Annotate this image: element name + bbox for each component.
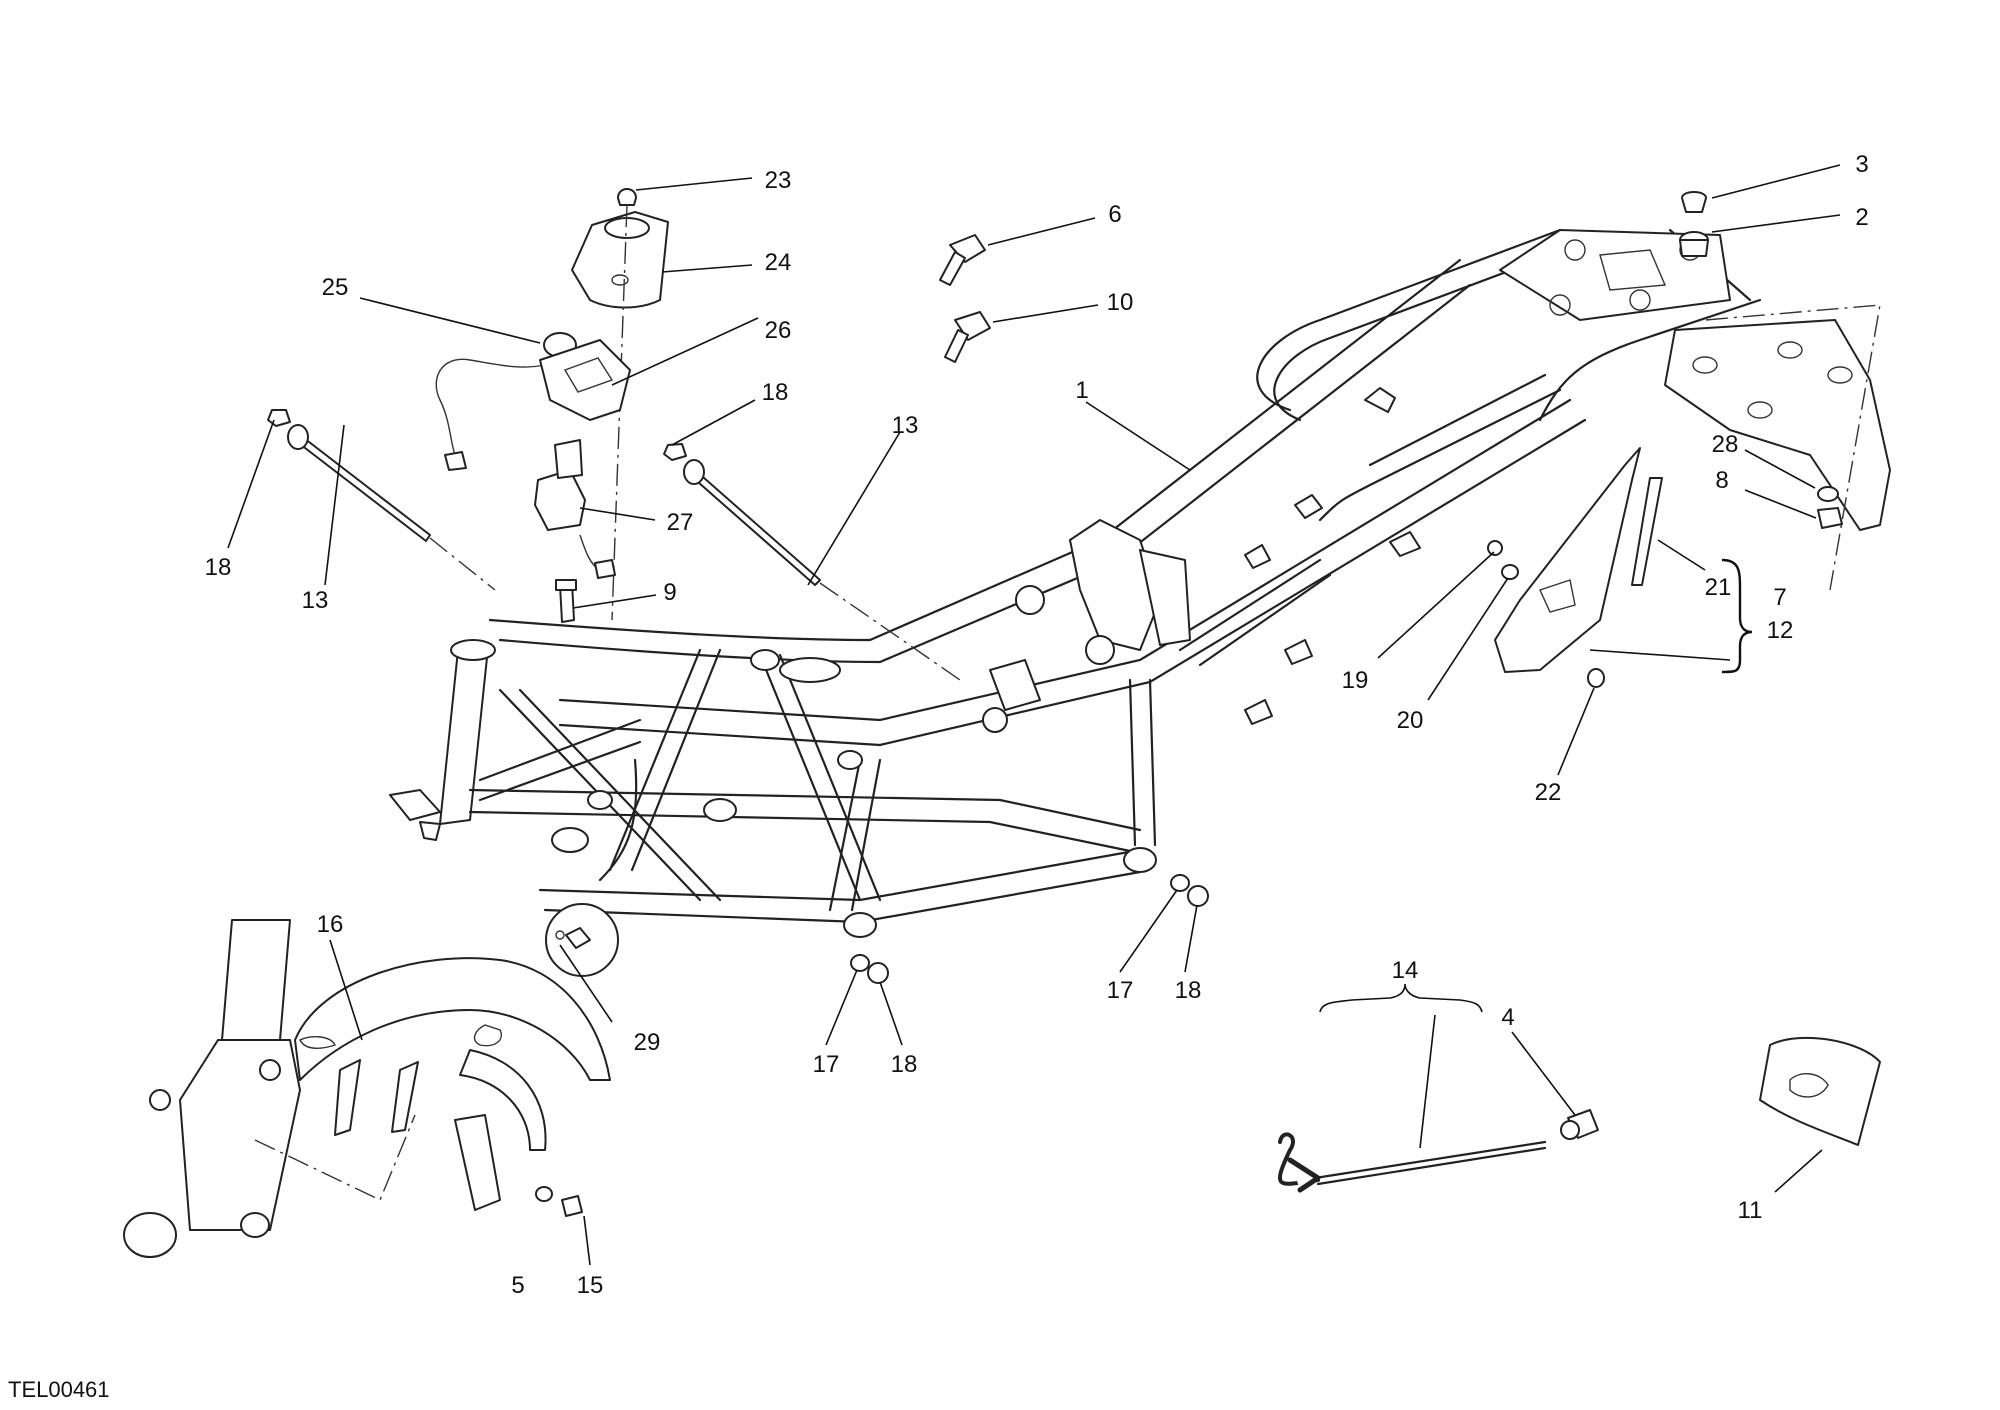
key-6 — [939, 234, 986, 286]
callout-29: 29 — [634, 1029, 661, 1056]
callout-10: 10 — [1107, 289, 1134, 316]
rear-bush-3 — [1681, 191, 1707, 213]
brace-7-12 — [1721, 558, 1753, 674]
detail-inset — [545, 758, 638, 977]
drawing-code: TEL00461 — [8, 1377, 110, 1402]
mudguard-washer — [535, 1186, 553, 1202]
fork-leg — [123, 919, 416, 1258]
panel-strip-21 — [1631, 477, 1663, 586]
side-panel — [1494, 447, 1641, 673]
rear-washer-28 — [1817, 486, 1839, 502]
callout-27: 27 — [667, 509, 694, 536]
callout-1: 1 — [1075, 377, 1088, 404]
callout-20: 20 — [1397, 707, 1424, 734]
ignition-switch — [534, 439, 616, 579]
callout-11: 11 — [1738, 1197, 1763, 1224]
key-switch-bolt — [555, 579, 577, 623]
main-frame — [389, 228, 1762, 938]
callout-17-front: 17 — [813, 1051, 840, 1078]
panel-screw-19 — [1487, 540, 1503, 556]
nut-left — [267, 409, 291, 427]
callout-5: 5 — [511, 1272, 524, 1299]
ignition-cap — [617, 188, 637, 206]
callout-18-left: 18 — [205, 554, 232, 581]
callout-25: 25 — [322, 274, 349, 301]
callout-18-upper: 18 — [762, 379, 789, 406]
callout-24: 24 — [765, 249, 792, 276]
callout-18-front: 18 — [891, 1051, 918, 1078]
callout-18-rear: 18 — [1175, 977, 1202, 1004]
callout-15: 15 — [577, 1272, 604, 1299]
front-mudguard — [294, 957, 611, 1211]
engine-bolt-left — [287, 424, 496, 591]
cable-adjuster-4 — [1560, 1109, 1599, 1140]
callout-12: 12 — [1767, 617, 1794, 644]
callout-21: 21 — [1705, 574, 1732, 601]
callout-labels: 1 2 3 4 5 6 7 8 9 10 11 12 13 13 14 15 1… — [205, 151, 1869, 1299]
leader-lines — [227, 164, 1841, 1266]
callout-14: 14 — [1392, 957, 1419, 984]
callout-13-left: 13 — [302, 587, 329, 614]
callout-8: 8 — [1715, 467, 1728, 494]
panel-screw-22 — [1587, 668, 1605, 688]
mounting-bracket — [539, 339, 631, 421]
callout-4: 4 — [1501, 1004, 1514, 1031]
rear-nut-8 — [1817, 507, 1843, 529]
callout-26: 26 — [765, 317, 792, 344]
callout-22: 22 — [1535, 779, 1562, 806]
rear-plate — [1664, 304, 1891, 591]
callout-3: 3 — [1855, 151, 1868, 178]
key-10 — [944, 311, 991, 363]
grommet-18-front — [867, 962, 889, 984]
callout-2: 2 — [1855, 204, 1868, 231]
engine-bolt-right — [683, 459, 961, 681]
grommet-18-rear — [1187, 885, 1209, 907]
callout-7: 7 — [1773, 584, 1786, 611]
callout-23: 23 — [765, 167, 792, 194]
callout-28: 28 — [1712, 431, 1739, 458]
callout-19: 19 — [1342, 667, 1369, 694]
rear-rubber-2 — [1679, 231, 1709, 257]
callout-9: 9 — [663, 579, 676, 606]
callout-16: 16 — [317, 911, 344, 938]
callout-6: 6 — [1108, 201, 1121, 228]
mudguard-screw — [561, 1195, 583, 1217]
panel-grommet-20 — [1501, 564, 1519, 580]
decal-11 — [1759, 1036, 1881, 1146]
grommet-17-rear — [1170, 874, 1190, 892]
nut-right — [663, 443, 687, 461]
ignition-cover — [571, 211, 669, 309]
wiring-lead — [435, 332, 577, 471]
grommet-17-front — [850, 954, 870, 972]
callout-13-right: 13 — [892, 412, 919, 439]
callout-17-rear: 17 — [1107, 977, 1134, 1004]
cable-assembly — [1278, 1132, 1547, 1193]
